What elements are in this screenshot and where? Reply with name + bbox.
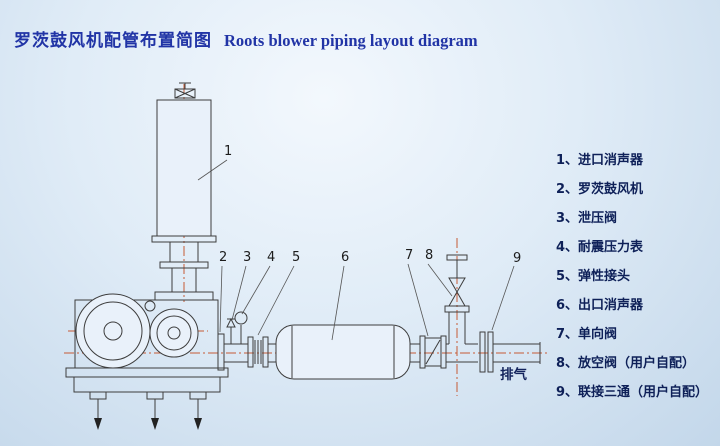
connecting-tee	[479, 331, 494, 373]
callout-1: 1	[224, 144, 232, 159]
outlet-silencer	[275, 324, 420, 380]
legend-item-6: 6、出口消声器	[556, 298, 644, 313]
anchor-bolt-arrows	[94, 399, 202, 430]
callout-5: 5	[292, 250, 300, 265]
check-valve	[419, 335, 478, 369]
exhaust-pipe	[493, 342, 541, 364]
inlet-silencer	[151, 82, 217, 301]
title-english: Roots blower piping layout diagram	[224, 31, 478, 50]
legend-item-9: 9、联接三通（用户自配）	[556, 385, 709, 400]
legend-item-3: 3、泄压阀	[556, 211, 618, 226]
callout-6: 6	[341, 250, 349, 265]
legend-item-1: 1、进口消声器	[556, 153, 644, 168]
pressure-relief-valve	[226, 317, 236, 344]
pressure-gauge	[234, 311, 248, 344]
callout-2: 2	[219, 250, 227, 265]
callout-8: 8	[425, 248, 433, 263]
roots-blower	[65, 293, 229, 430]
legend-item-5: 5、弹性接头	[556, 269, 631, 284]
leader-lines	[197, 159, 515, 341]
exhaust-label: 排气	[500, 366, 528, 383]
title-chinese: 罗茨鼓风机配管布置简图	[14, 31, 212, 51]
callout-3: 3	[243, 250, 251, 265]
vent-valve	[444, 254, 470, 344]
callout-9: 9	[513, 251, 521, 266]
legend-item-8: 8、放空阀（用户自配）	[556, 356, 696, 371]
page-title: 罗茨鼓风机配管布置简图 Roots blower piping layout di…	[14, 26, 478, 51]
legend-item-2: 2、罗茨鼓风机	[556, 182, 644, 197]
discharge-pipe	[224, 343, 248, 363]
flexible-joint	[247, 336, 276, 368]
callout-4: 4	[267, 250, 275, 265]
legend-item-7: 7、单向阀	[556, 327, 618, 342]
callout-numbers: 1 2 3 4 5 6 7 8 9	[219, 144, 521, 266]
legend-item-4: 4、耐震压力表	[556, 240, 644, 255]
callout-7: 7	[405, 248, 413, 263]
legend: 1、进口消声器 2、罗茨鼓风机 3、泄压阀 4、耐震压力表 5、弹性接头 6、出…	[556, 146, 708, 407]
